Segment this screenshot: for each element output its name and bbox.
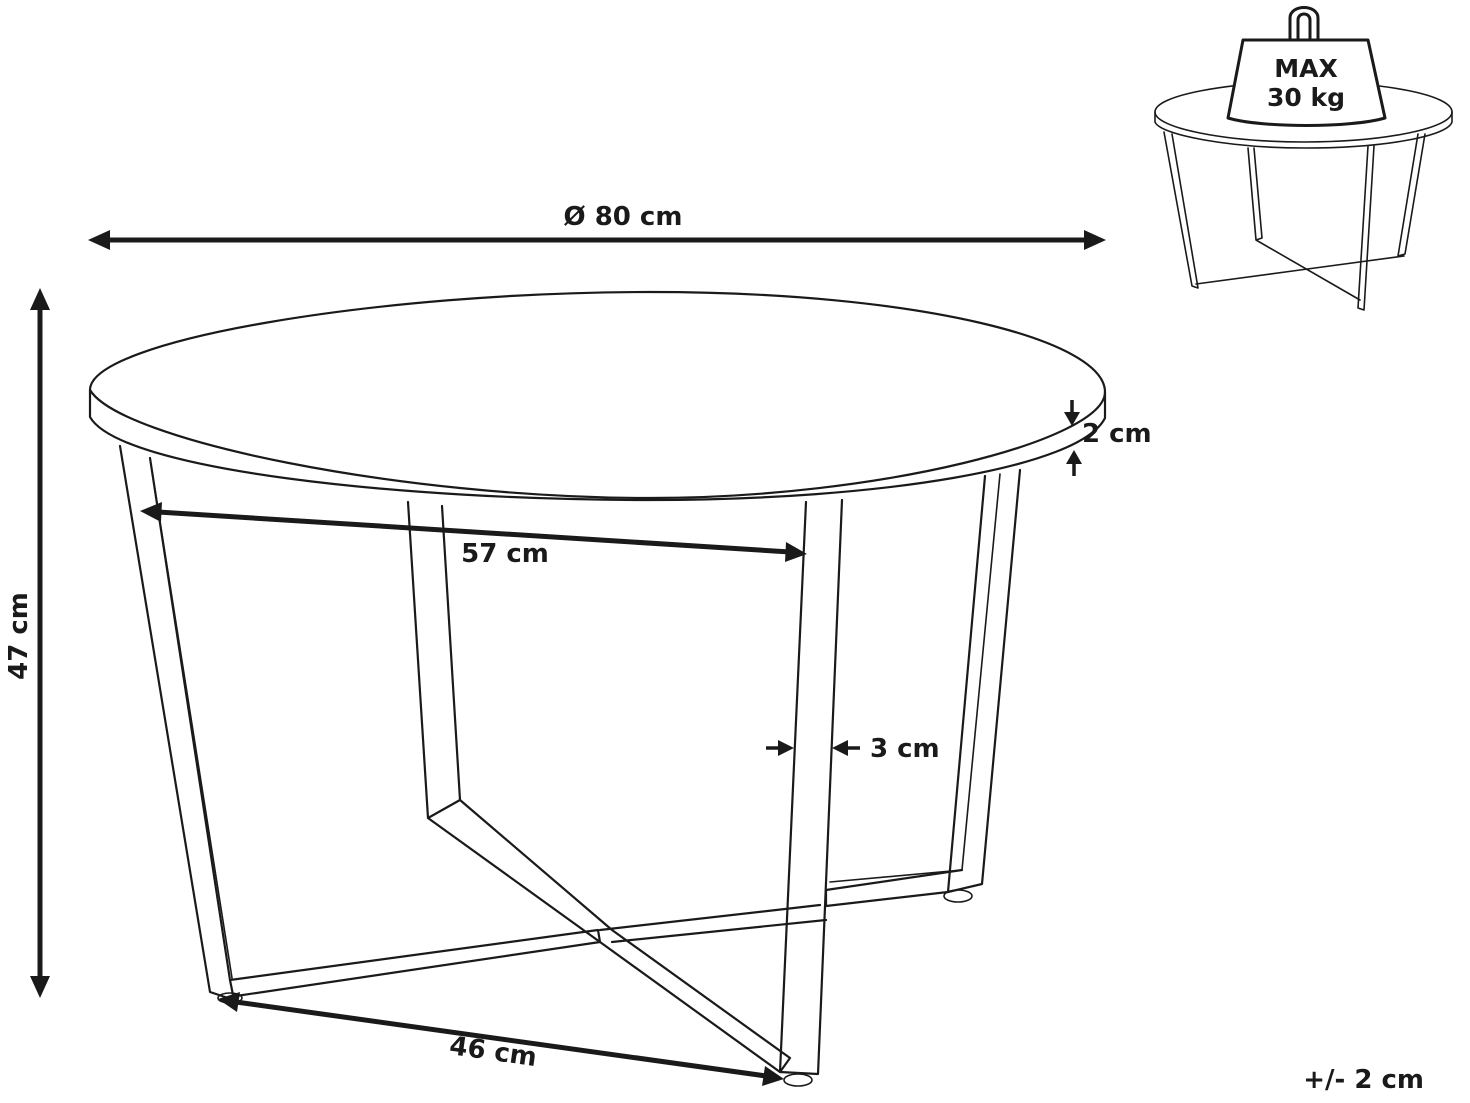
weight-handle	[1288, 6, 1320, 42]
dimension-leg-span-top: 57 cm	[140, 502, 807, 569]
weight-body	[1226, 38, 1387, 127]
leg-right-inner	[829, 473, 1001, 883]
dimension-leg-width: 3 cm	[766, 734, 940, 764]
max-load-illustration: MAX 30 kg	[1154, 6, 1453, 311]
dimension-height: 47 cm	[4, 288, 50, 998]
leg-span-top-label: 57 cm	[461, 539, 549, 569]
table-top-edge	[88, 388, 1107, 502]
dimension-leg-span-bottom: 46 cm	[218, 992, 784, 1086]
leg-back	[406, 500, 462, 820]
cross-rail-front	[598, 903, 828, 944]
diameter-label: Ø 80 cm	[564, 202, 683, 232]
leg-left	[118, 444, 236, 1002]
dimension-diameter: Ø 80 cm	[88, 202, 1106, 250]
leg-left-inner	[149, 457, 233, 979]
top-thickness-label: 2 cm	[1082, 419, 1152, 449]
dimension-top-thickness: 2 cm	[1064, 400, 1152, 476]
foot-right	[943, 889, 973, 903]
height-label: 47 cm	[4, 592, 34, 680]
weight-label-kg: 30 kg	[1267, 83, 1345, 112]
weight-label-max: MAX	[1274, 54, 1338, 83]
mini-table-edge	[1154, 111, 1453, 149]
tolerance-note: +/- 2 cm	[1303, 1065, 1424, 1095]
leg-right	[946, 468, 1022, 894]
bottom-rail-left	[228, 928, 602, 998]
table-top-surface	[88, 290, 1107, 500]
leg-width-label: 3 cm	[870, 734, 940, 764]
cross-rail-back	[426, 798, 792, 1074]
leg-front	[778, 498, 844, 1076]
mini-table-legs	[1163, 131, 1426, 311]
table-illustration	[88, 290, 1107, 1087]
leg-span-bottom-label: 46 cm	[448, 1031, 539, 1073]
foot-front	[783, 1073, 813, 1087]
